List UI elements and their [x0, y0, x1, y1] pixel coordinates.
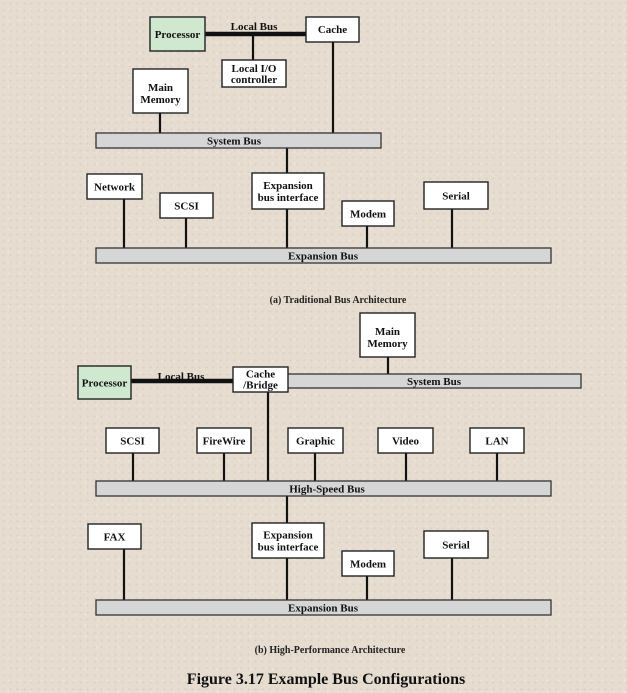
graphic-label: Graphic	[296, 436, 335, 448]
main-memory-label-1: Main	[148, 82, 173, 94]
cache-box	[305, 16, 360, 43]
processor-label: Processor	[155, 29, 201, 41]
local-io-label-2: controller	[231, 74, 277, 86]
local-bus-label-b: Local Bus	[158, 371, 205, 383]
high-performance-architecture: System Bus High-Speed Bus Expansion Bus …	[77, 312, 582, 656]
local-io-label-1: Local I/O	[232, 63, 277, 75]
modem-box	[341, 200, 395, 227]
processor-box-b	[77, 365, 132, 400]
serial-label-b: Serial	[442, 540, 470, 552]
expansion-bus-label-b: Expansion Bus	[288, 603, 359, 615]
network-box	[86, 173, 143, 200]
graphic-box	[287, 427, 344, 454]
cache-bridge-label-1: Cache	[246, 369, 275, 381]
scsi-box-b	[105, 427, 160, 454]
cache-label: Cache	[318, 24, 347, 36]
high-speed-bus	[95, 480, 552, 497]
cache-bridge-label-2: /Bridge	[242, 380, 278, 392]
lan-label: LAN	[485, 436, 508, 448]
main-memory-label-2: Memory	[140, 94, 181, 106]
network-label: Network	[94, 182, 136, 194]
expansion-bus-b	[95, 599, 552, 616]
traditional-architecture: System Bus Expansion Bus Processor Local…	[86, 16, 552, 306]
figure-title: Figure 3.17 Example Bus Configurations	[187, 671, 465, 688]
cache-bridge-box	[232, 366, 289, 393]
modem-label: Modem	[350, 209, 386, 221]
firewire-box	[196, 427, 252, 454]
video-label: Video	[392, 436, 420, 448]
fax-box	[87, 523, 142, 550]
expansion-bus	[95, 247, 552, 264]
local-io-box	[221, 59, 287, 88]
expansion-interface-box-b	[251, 522, 325, 559]
serial-box	[423, 181, 489, 210]
system-bus	[95, 132, 382, 149]
processor-box	[149, 16, 206, 52]
main-memory-box-b	[359, 312, 416, 358]
system-bus-label: System Bus	[207, 136, 262, 148]
expansion-interface-box	[251, 172, 325, 210]
high-speed-bus-label: High-Speed Bus	[289, 484, 365, 496]
scsi-label: SCSI	[174, 201, 198, 213]
scsi-label-b: SCSI	[120, 436, 144, 448]
high-performance-caption: (b) High-Performance Architecture	[255, 645, 406, 656]
traditional-caption: (a) Traditional Bus Architecture	[270, 295, 407, 306]
lan-box	[469, 427, 525, 454]
expansion-interface-label-b-1: Expansion	[263, 530, 313, 542]
expansion-bus-label: Expansion Bus	[288, 251, 359, 263]
fax-label: FAX	[104, 532, 126, 544]
modem-label-b: Modem	[350, 559, 386, 571]
expansion-interface-label-b-2: bus interface	[258, 542, 319, 554]
video-box	[377, 427, 434, 454]
serial-label: Serial	[442, 191, 470, 203]
expansion-interface-label-2: bus interface	[258, 192, 319, 204]
processor-label-b: Processor	[82, 378, 128, 390]
expansion-interface-label-1: Expansion	[263, 180, 313, 192]
main-memory-label-b-1: Main	[375, 326, 400, 338]
main-memory-box	[132, 68, 189, 114]
modem-box-b	[341, 550, 395, 577]
system-bus-label-b: System Bus	[407, 376, 462, 388]
scsi-box	[159, 192, 214, 219]
local-bus-label: Local Bus	[231, 21, 278, 33]
serial-box-b	[423, 530, 489, 559]
main-memory-label-b-2: Memory	[367, 338, 408, 350]
firewire-label: FireWire	[203, 436, 246, 448]
